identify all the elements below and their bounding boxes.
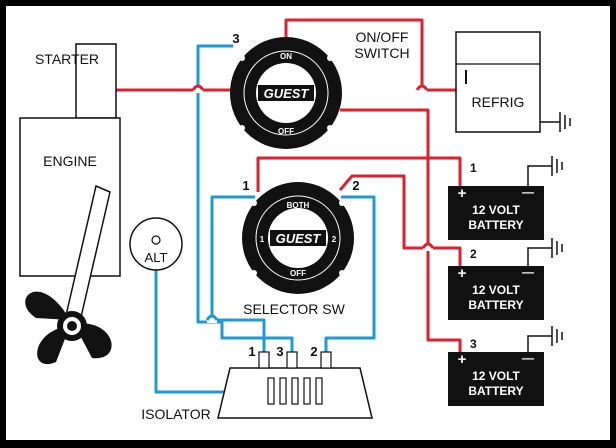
wire-hop (415, 84, 429, 91)
wiring (116, 18, 462, 394)
isolator-label: ISOLATOR (141, 406, 211, 422)
selector-switch: BOTH 1 2 OFF GUEST 1 2 (242, 178, 360, 294)
wire-hop (191, 84, 205, 91)
switch-knob-bar (258, 85, 314, 101)
engine-label: ENGINE (43, 153, 97, 169)
engine: STARTER ENGINE (19, 43, 121, 365)
isolator-fins (267, 377, 323, 405)
battery-number: 3 (470, 337, 477, 351)
battery-label-line1: 12 VOLT (472, 283, 520, 297)
switch-off-label: OFF (278, 127, 294, 136)
battery-label-line2: BATTERY (468, 218, 523, 232)
terminal-dot (327, 125, 333, 131)
battery-2: 2 + — 12 VOLT BATTERY (448, 238, 563, 320)
switch-terminal-number: 3 (232, 31, 239, 46)
propeller (25, 291, 112, 365)
isolator-terminal-1: 1 (248, 344, 255, 359)
selector-right-to-isolator-wire (324, 195, 376, 352)
isolator-terminal-2: 2 (310, 344, 317, 359)
engine-block (19, 117, 121, 277)
battery-label-line1: 12 VOLT (472, 369, 520, 383)
on-off-label: ON/OFF (356, 29, 409, 45)
starter-label: STARTER (35, 51, 99, 67)
selector-to-battery1-wire (256, 156, 428, 192)
battery-1: 1 + — 12 VOLT BATTERY (448, 156, 563, 240)
battery-3: 3 + — 12 VOLT BATTERY (448, 326, 563, 406)
battery-label-line2: BATTERY (468, 384, 523, 398)
battery-number: 1 (470, 161, 477, 175)
ground-icon (527, 326, 563, 352)
starter-box (75, 43, 117, 119)
selector-brand: GUEST (276, 231, 322, 246)
switch-on-label: ON (280, 52, 292, 61)
selector-terminal-2: 2 (352, 178, 359, 193)
battery-minus-icon: — (522, 185, 534, 199)
alt-terminal-icon (151, 235, 161, 245)
switch-on-off-to-isolator-wire (196, 44, 294, 352)
terminal-dot (251, 200, 257, 206)
refrigerator: REFRIG (455, 31, 571, 133)
terminal-dot (327, 55, 333, 61)
battery-minus-icon: — (522, 351, 534, 365)
alt-to-isolator-wire (154, 268, 230, 394)
selector-1-label: 1 (260, 235, 265, 244)
on-off-switch: ON OFF GUEST 3 (230, 31, 342, 149)
ground-icon (527, 156, 563, 186)
battery-minus-icon: — (522, 265, 534, 279)
terminal-dot (339, 200, 345, 206)
ground-icon (540, 112, 571, 132)
battery-plus-icon: + (458, 351, 467, 368)
battery-number: 2 (470, 247, 477, 261)
selector-both-label: BOTH (287, 201, 310, 210)
battery-plus-icon: + (458, 265, 467, 282)
terminal-dot (239, 55, 245, 61)
isolator-posts (258, 351, 332, 369)
wire-hop (421, 242, 435, 249)
selector-knob-bar (270, 230, 326, 246)
selector-off-label: OFF (290, 269, 306, 278)
selector-terminal-1: 1 (242, 178, 249, 193)
selector-2-label: 2 (332, 235, 337, 244)
terminal-dot (239, 125, 245, 131)
selector-sw-label: SELECTOR SW (243, 301, 345, 317)
terminal-dot (339, 270, 345, 276)
switch-label: SWITCH (354, 45, 409, 61)
switch-top-to-refrig-wire (284, 18, 462, 92)
alt-label: ALT (145, 250, 168, 265)
wire-hop (205, 314, 219, 321)
selector-to-battery2-wire (338, 174, 462, 266)
isolator: 1 3 2 (217, 344, 373, 419)
isolator-terminal-3: 3 (276, 344, 283, 359)
battery-label-line2: BATTERY (468, 298, 523, 312)
alternator: ALT (129, 217, 183, 271)
battery-label-line1: 12 VOLT (472, 203, 520, 217)
switch-brand: GUEST (264, 86, 310, 101)
terminal-dot (251, 270, 257, 276)
battery-plus-icon: + (458, 185, 467, 202)
refrig-label: REFRIG (472, 94, 525, 110)
ground-icon (527, 238, 563, 266)
